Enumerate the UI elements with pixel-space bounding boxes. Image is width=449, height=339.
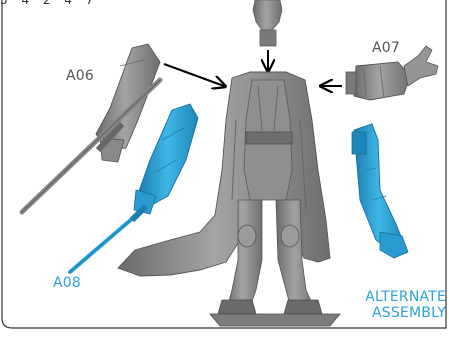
arrow-a06-to-body <box>164 64 224 86</box>
head-part <box>253 0 282 46</box>
label-a07: A07 <box>372 40 400 56</box>
corner-step-text: 3 4 2 4 7 <box>0 0 98 8</box>
alternate-assembly-line2: ASSEMBLY <box>365 305 446 321</box>
alternate-assembly-label: ALTERNATE ASSEMBLY <box>365 289 446 321</box>
label-a08: A08 <box>53 275 81 291</box>
part-alternate-arm-blue <box>352 124 408 258</box>
label-a06: A06 <box>66 68 94 84</box>
alternate-assembly-line1: ALTERNATE <box>365 289 446 305</box>
